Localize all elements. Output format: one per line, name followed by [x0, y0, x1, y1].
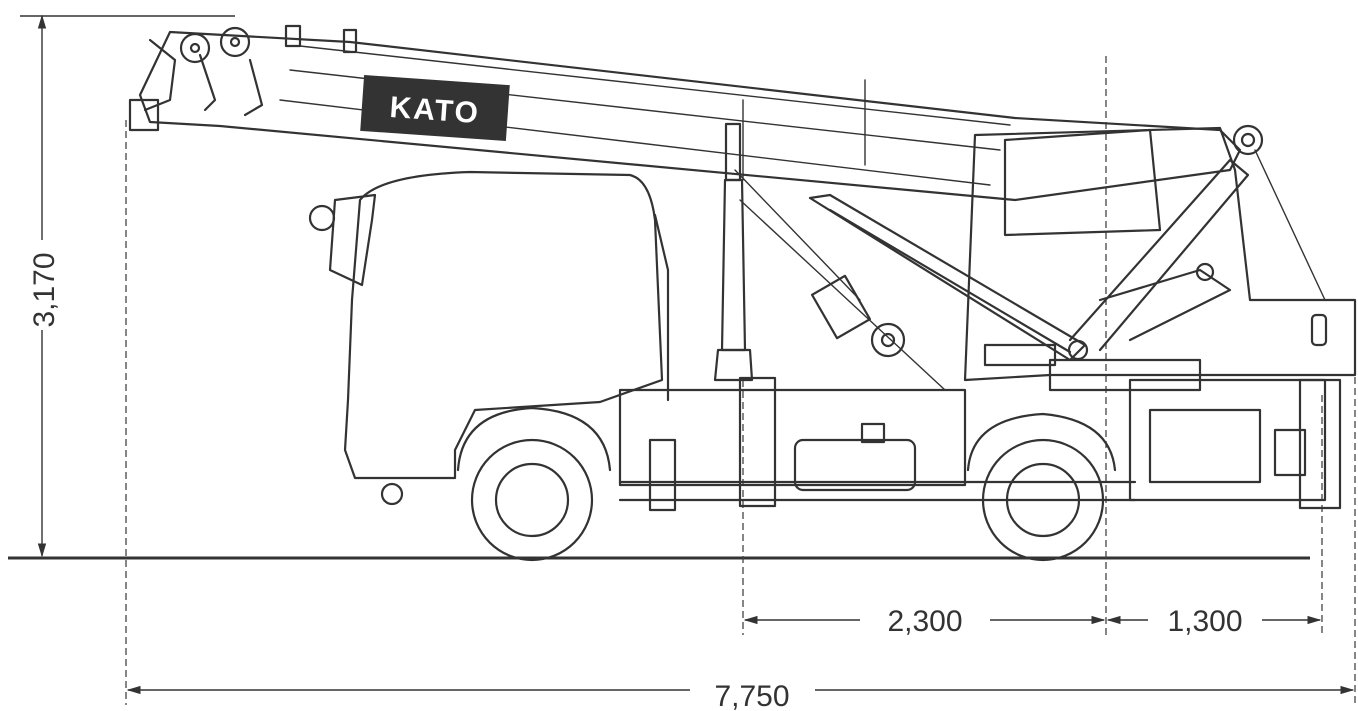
rear-wheel: [966, 412, 1117, 562]
kato-logo: KATO: [360, 74, 510, 142]
overall-length-dimension-label: 7,750: [714, 680, 789, 711]
crane-turret: [808, 126, 1357, 392]
rear-overhang-dimension-label: 1,300: [1167, 605, 1242, 638]
kato-logo-text: KATO: [389, 91, 481, 130]
chassis: [618, 376, 1342, 512]
wheelbase-dimension-label: 2,300: [887, 605, 962, 638]
height-dimension-label: 3,170: [28, 252, 61, 327]
height-dimension: 3,170: [20, 14, 235, 558]
boom: KATO: [128, 24, 1264, 202]
front-wheel: [456, 406, 612, 562]
a-frame-mast: [713, 122, 754, 382]
truck-cab: [308, 170, 670, 506]
length-dimensions: 2,300 1,300 7,750: [125, 56, 1356, 711]
hook-block: [734, 169, 946, 391]
